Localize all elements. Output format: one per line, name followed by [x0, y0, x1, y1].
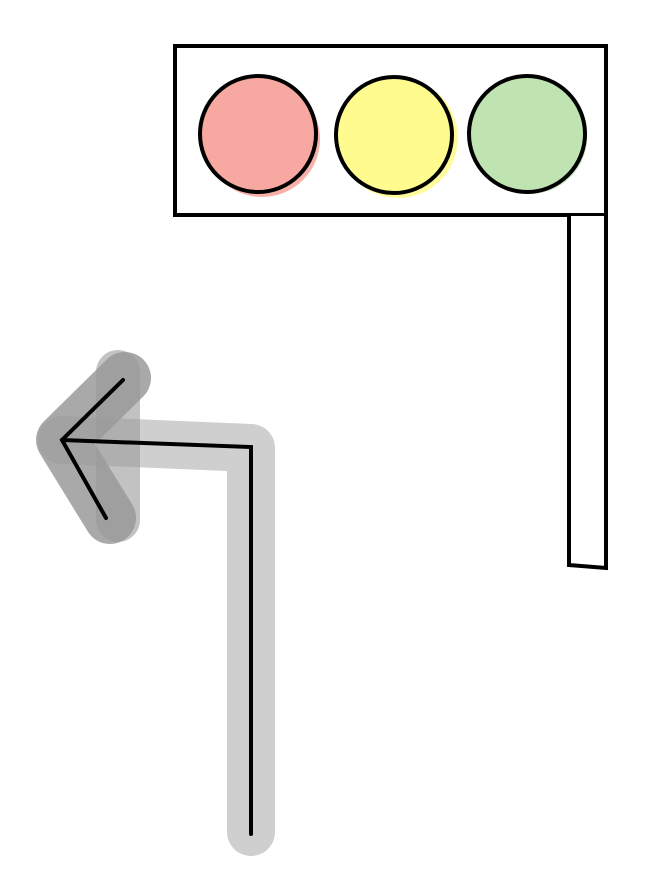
arrow-head — [59, 378, 125, 520]
traffic-light-pole — [567, 216, 608, 571]
green-lamp — [467, 74, 587, 194]
left-turn-arrow — [36, 350, 275, 856]
arrow-shaft — [60, 438, 253, 836]
yellow-lamp — [334, 75, 454, 195]
traffic-light — [173, 44, 608, 571]
red-lamp — [198, 74, 318, 194]
